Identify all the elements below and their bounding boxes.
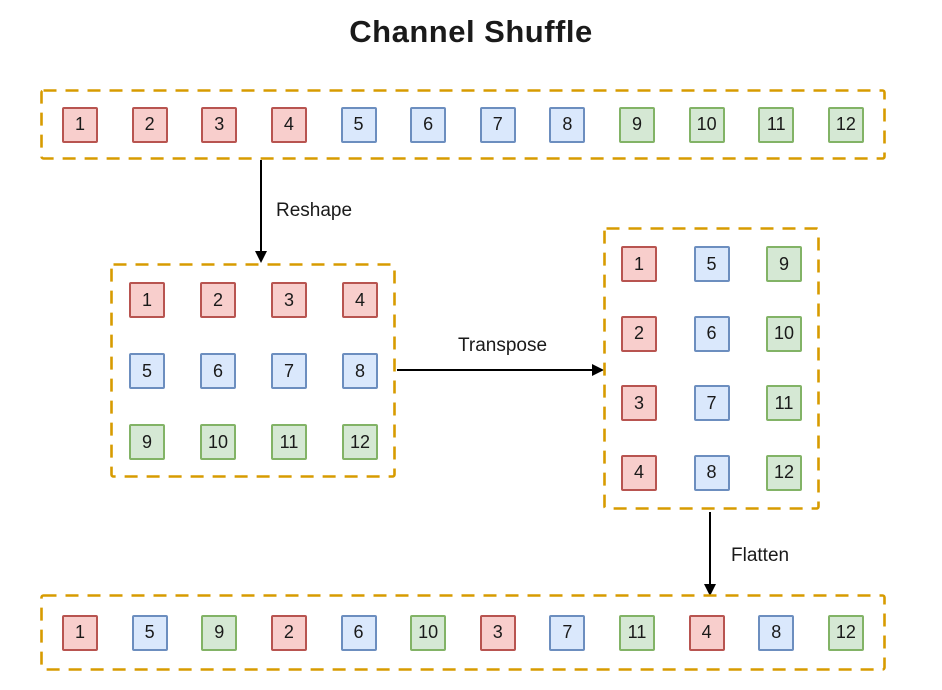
flatten-arrowhead-icon xyxy=(704,584,716,596)
dashed-border xyxy=(40,89,886,160)
channel-box-8: 8 xyxy=(758,614,795,651)
channel-box-6: 6 xyxy=(340,614,377,651)
channel-box-4: 4 xyxy=(270,106,307,143)
channel-box-8: 8 xyxy=(342,353,378,389)
transpose-arrowhead-icon xyxy=(592,364,604,376)
channel-box-7: 7 xyxy=(271,353,307,389)
channel-box-3: 3 xyxy=(271,282,307,318)
channel-box-7: 7 xyxy=(693,385,730,422)
channel-box-9: 9 xyxy=(766,246,802,282)
channel-box-10: 10 xyxy=(200,424,236,460)
channel-box-5: 5 xyxy=(129,353,165,389)
channel-box-11: 11 xyxy=(619,614,655,651)
reshape-label: Reshape xyxy=(276,200,353,221)
diagram-title: Channel Shuffle xyxy=(349,14,593,49)
channel-box-12: 12 xyxy=(342,424,378,460)
channel-box-11: 11 xyxy=(758,106,795,143)
channel-box-1: 1 xyxy=(62,614,98,651)
channel-box-3: 3 xyxy=(201,106,238,143)
channel-box-4: 4 xyxy=(342,282,378,318)
channel-box-12: 12 xyxy=(827,106,864,143)
channel-box-4: 4 xyxy=(621,454,657,491)
transpose-label: Transpose xyxy=(457,335,548,356)
channel-box-10: 10 xyxy=(766,315,802,352)
channel-box-10: 10 xyxy=(688,106,725,143)
channel-box-10: 10 xyxy=(410,614,447,651)
dashed-border xyxy=(110,263,396,478)
channel-box-2: 2 xyxy=(131,106,168,143)
channel-box-1: 1 xyxy=(621,246,657,282)
channel-box-11: 11 xyxy=(766,385,802,422)
channel-box-6: 6 xyxy=(410,106,447,143)
flatten-arrow xyxy=(709,512,711,585)
channel-box-3: 3 xyxy=(479,614,516,651)
channel-box-5: 5 xyxy=(131,614,168,651)
channel-box-3: 3 xyxy=(621,385,657,422)
channel-box-2: 2 xyxy=(270,614,307,651)
channel-box-6: 6 xyxy=(693,315,730,352)
channel-box-5: 5 xyxy=(340,106,377,143)
dashed-border xyxy=(40,594,886,671)
channel-box-2: 2 xyxy=(200,282,236,318)
channel-box-7: 7 xyxy=(479,106,516,143)
transpose-arrow xyxy=(397,369,593,371)
channel-box-12: 12 xyxy=(766,454,802,491)
channel-box-7: 7 xyxy=(549,614,586,651)
dashed-border xyxy=(603,227,820,510)
channel-box-1: 1 xyxy=(62,106,98,143)
channel-box-11: 11 xyxy=(271,424,307,460)
reshape-arrowhead-icon xyxy=(255,251,267,263)
channel-box-5: 5 xyxy=(693,246,730,282)
channel-box-9: 9 xyxy=(129,424,165,460)
channel-box-8: 8 xyxy=(693,454,730,491)
channel-box-12: 12 xyxy=(827,614,864,651)
channel-box-2: 2 xyxy=(621,315,657,352)
reshape-arrow xyxy=(260,160,262,252)
channel-box-8: 8 xyxy=(549,106,586,143)
channel-box-9: 9 xyxy=(619,106,655,143)
flatten-label: Flatten xyxy=(731,545,790,566)
channel-box-1: 1 xyxy=(129,282,165,318)
channel-box-4: 4 xyxy=(688,614,725,651)
channel-box-6: 6 xyxy=(200,353,236,389)
channel-box-9: 9 xyxy=(201,614,238,651)
